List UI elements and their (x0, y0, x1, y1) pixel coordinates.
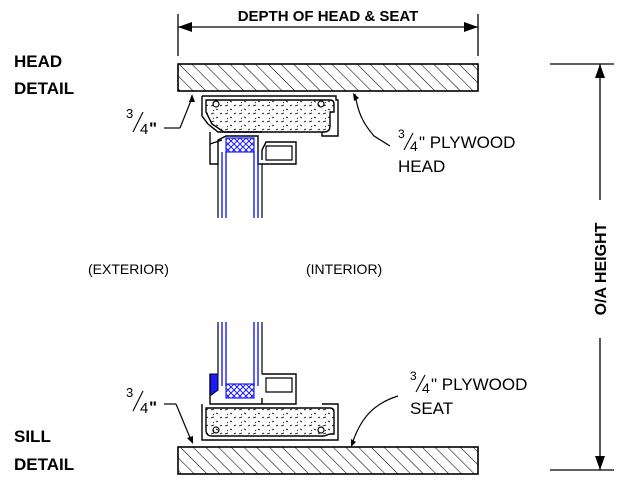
arrow-left-icon (178, 22, 192, 32)
height-dimension-label: O/A HEIGHT (593, 222, 610, 315)
head-frame-profile (201, 95, 339, 165)
sill-glass (217, 322, 263, 386)
sill-gap-denominator: 4 (140, 400, 148, 417)
arrow-up-icon (595, 64, 605, 78)
head-plywood-arrow-icon (353, 93, 359, 101)
sill-detail-title-line2: DETAIL (14, 455, 74, 474)
head-plywood-numerator: 3 (398, 127, 405, 141)
sill-gap-callout: 3 4 " (126, 385, 193, 444)
sill-plywood-label-line2: SEAT (410, 399, 453, 418)
head-plywood-label: " PLYWOOD (419, 133, 515, 152)
head-plywood-denominator: 4 (410, 138, 418, 154)
arrow-right-icon (464, 22, 478, 32)
head-gap-inch-mark: " (149, 119, 157, 138)
depth-dimension-label: DEPTH OF HEAD & SEAT (238, 8, 419, 25)
head-plywood-callout: 3 4 " PLYWOOD HEAD (353, 93, 515, 176)
sill-glazing-spacer (225, 383, 255, 399)
sill-gap-arrow-icon (187, 436, 193, 444)
sill-detail-title-line1: SILL (14, 427, 51, 446)
interior-label: (INTERIOR) (306, 261, 382, 277)
sill-plywood-label: " PLYWOOD (431, 375, 527, 394)
exterior-label: (EXTERIOR) (88, 261, 169, 277)
depth-dimension: DEPTH OF HEAD & SEAT (177, 5, 479, 56)
head-glass (217, 152, 263, 218)
sill-plywood-numerator: 3 (410, 369, 417, 383)
sill-plywood-callout: 3 4 " PLYWOOD SEAT (351, 369, 527, 447)
arrow-down-icon (595, 456, 605, 470)
sill-plywood-arrow-icon (351, 439, 356, 447)
head-plywood-label-line2: HEAD (398, 157, 445, 176)
sill-plywood (177, 446, 479, 475)
sill-plywood-denominator: 4 (422, 380, 430, 396)
head-gap-callout: 3 4 " (126, 94, 195, 138)
head-plywood (177, 63, 479, 92)
sill-frame-profile (201, 373, 339, 441)
head-glazing-spacer (225, 137, 255, 153)
height-dimension: O/A HEIGHT (550, 63, 614, 471)
head-gap-arrow-icon (189, 94, 195, 102)
head-detail-title-line2: DETAIL (14, 79, 74, 98)
sill-gap-inch-mark: " (149, 398, 157, 417)
sill-gap-numerator: 3 (126, 385, 133, 400)
head-gap-denominator: 4 (140, 121, 148, 138)
head-detail-title-line1: HEAD (14, 52, 62, 71)
head-gap-numerator: 3 (126, 106, 133, 121)
